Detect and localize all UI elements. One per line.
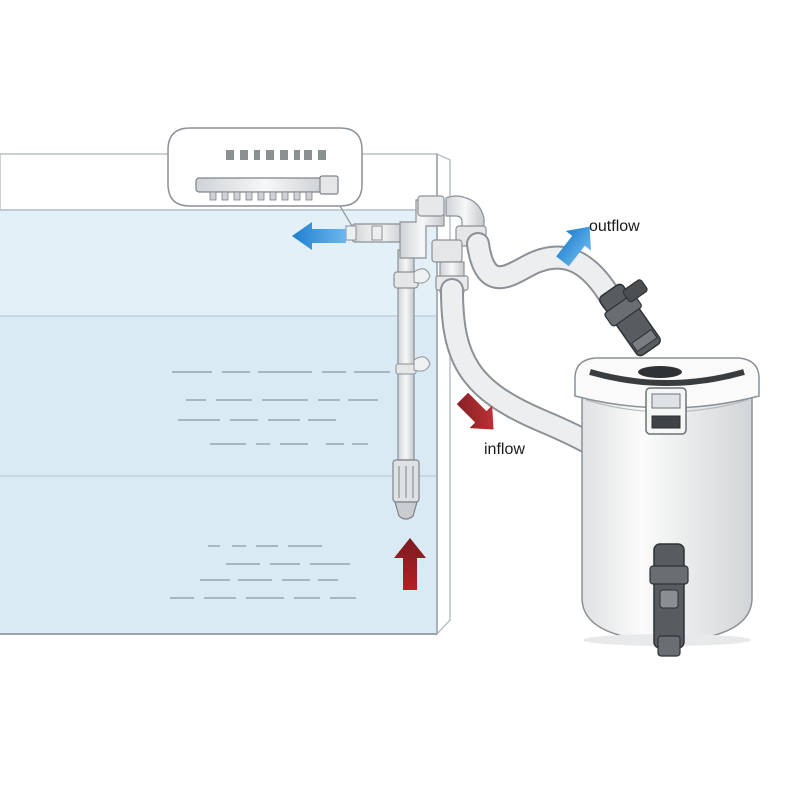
intake-pipe — [392, 249, 431, 520]
water-ripples — [170, 371, 390, 599]
aquarium-tank — [0, 152, 451, 636]
outflow-valve — [599, 279, 661, 357]
spray-bar-outlet — [345, 223, 407, 243]
spray-bar-callout — [167, 127, 363, 227]
inflow-label: inflow — [484, 441, 525, 458]
inflow-valve — [649, 543, 689, 657]
arrow-up-left-icon — [556, 226, 592, 267]
canister-latch — [645, 387, 687, 435]
spray-bar — [195, 177, 337, 193]
intake-strainer — [392, 459, 420, 520]
arrow-left-icon — [292, 222, 346, 250]
arrow-down-right-icon — [456, 392, 494, 430]
outflow-label: outflow — [589, 218, 640, 235]
canister-filter — [574, 357, 760, 646]
arrow-up-icon — [394, 538, 426, 590]
